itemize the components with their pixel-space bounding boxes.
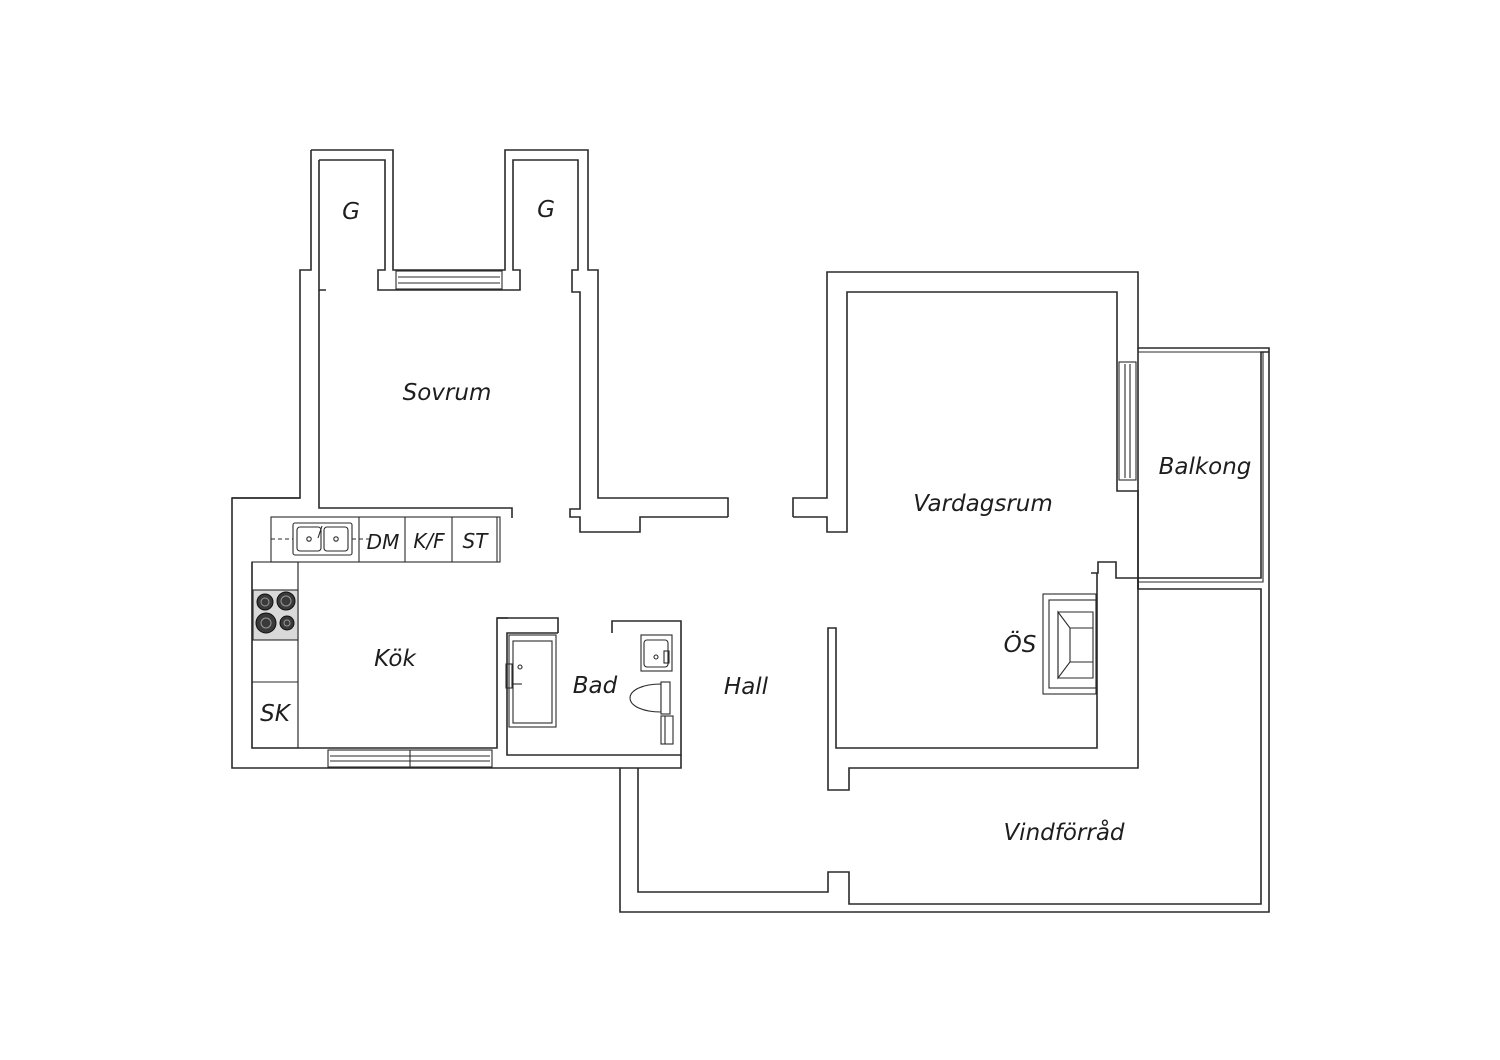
kitchen-sink-icon <box>271 522 372 556</box>
broom-closet-label: SK <box>260 701 292 727</box>
stove-icon <box>252 589 299 641</box>
kitchen-label: Kök <box>374 646 417 672</box>
fireplace-label: ÖS <box>1004 630 1037 658</box>
attic-storage-label: Vindförråd <box>1003 818 1124 846</box>
fridge-freezer-label: K/F <box>413 529 445 553</box>
fireplace-icon <box>1042 593 1097 695</box>
living-room-label: Vardagsrum <box>913 491 1053 517</box>
bathroom-label: Bad <box>573 673 618 699</box>
washbasin-icon <box>640 634 673 672</box>
wardrobe-left-label: G <box>342 199 360 225</box>
tall-cabinet-label: ST <box>463 529 490 553</box>
hall-label: Hall <box>724 674 769 700</box>
wardrobe-right-label: G <box>537 197 555 223</box>
balcony-label: Balkong <box>1159 454 1252 480</box>
toilet-icon <box>629 681 671 715</box>
windows <box>327 270 1137 768</box>
bedroom-label: Sovrum <box>403 380 492 406</box>
dishwasher-label: DM <box>367 530 400 554</box>
bathtub-icon <box>505 634 557 728</box>
washer-icon <box>660 715 674 745</box>
